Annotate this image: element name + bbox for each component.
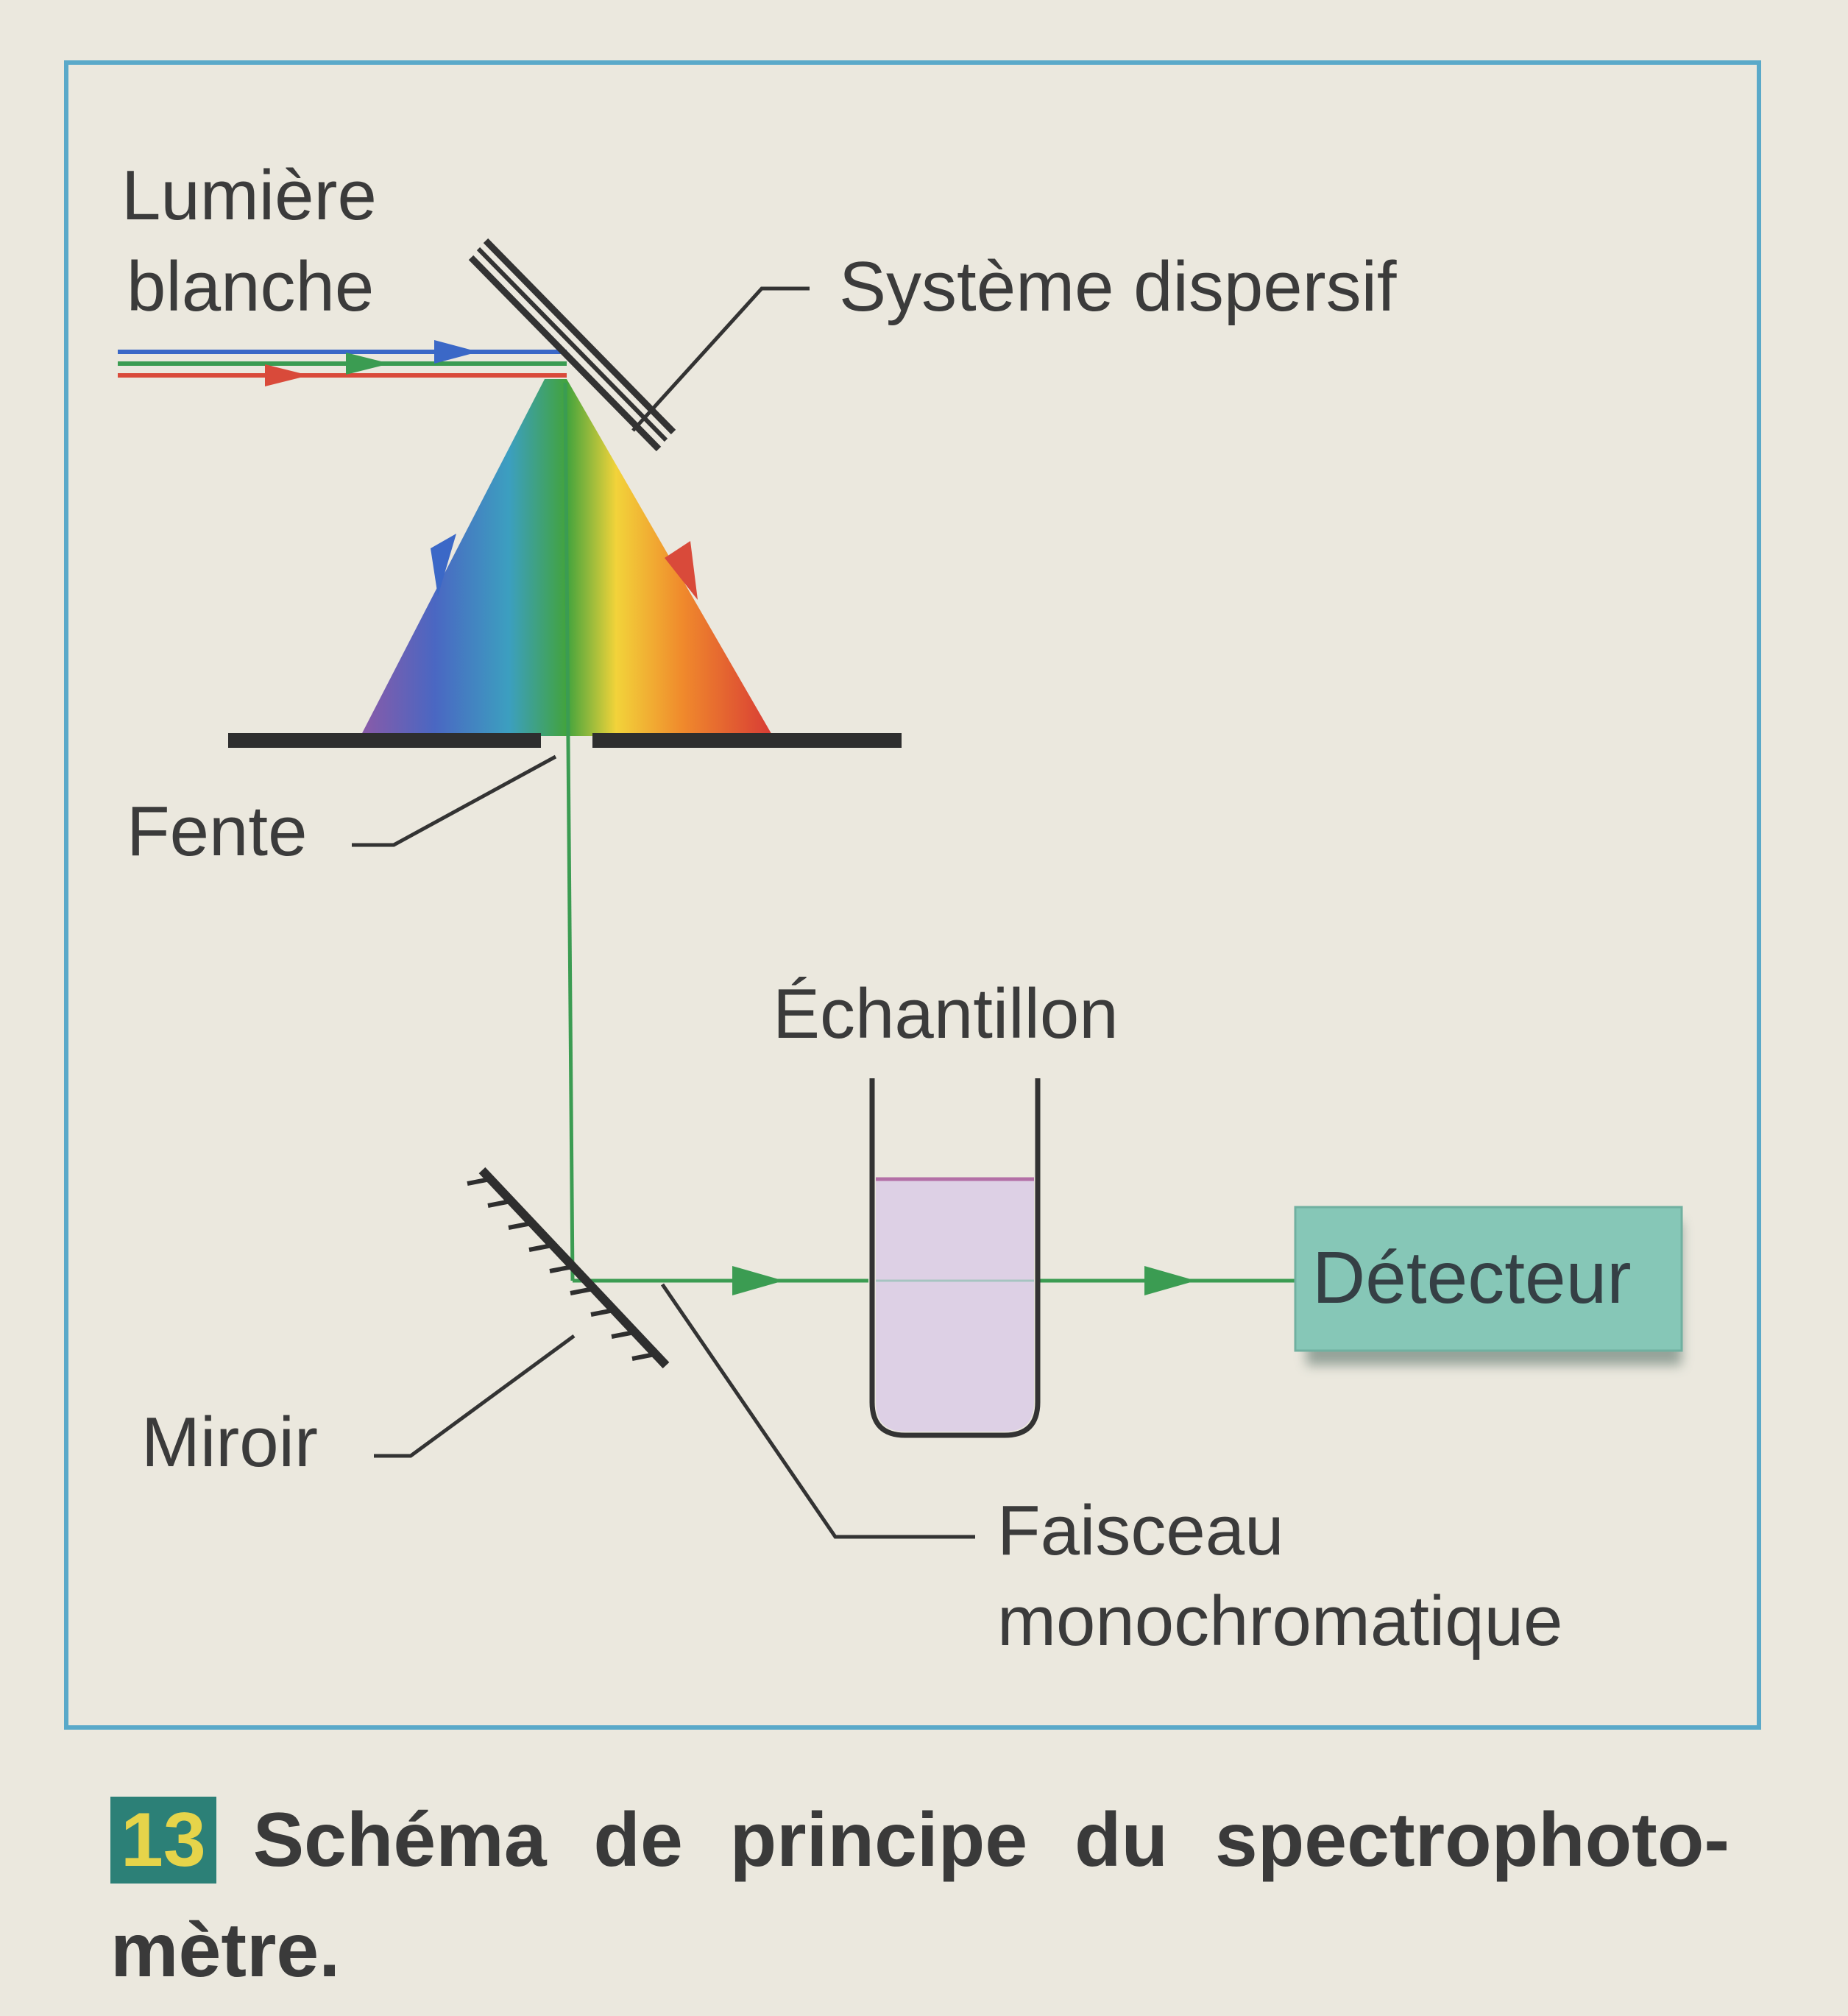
caption-word: du (1075, 1797, 1169, 1883)
caption-word: Schéma (252, 1797, 547, 1883)
mirror (467, 1167, 670, 1369)
dispersive-system (468, 238, 676, 452)
label-slit: Fente (127, 792, 307, 871)
white-light-beam (118, 340, 567, 386)
label-mirror: Miroir (141, 1403, 318, 1482)
caption-word: principe (729, 1797, 1028, 1883)
caption-word: spectrophoto- (1214, 1797, 1730, 1883)
label-white-light-line2: blanche (127, 247, 374, 326)
leader-slit (352, 754, 557, 847)
diagram-frame (64, 60, 1761, 1730)
caption-word-group: 13 Schéma (110, 1785, 547, 1895)
label-beam-line1: Faisceau (997, 1491, 1284, 1570)
caption-word: de (593, 1797, 683, 1883)
slit (228, 733, 902, 748)
label-white-light-line1: Lumière (121, 156, 377, 235)
caption-line-1: 13 Schéma de principe du spectrophoto- (110, 1785, 1730, 1895)
label-beam-line2: monochromatique (997, 1582, 1562, 1660)
leader-mirror (374, 1334, 576, 1458)
label-sample: Échantillon (773, 975, 1119, 1053)
caption-line-2: mètre. (110, 1908, 341, 1993)
label-dispersive-system: Système dispersif (839, 247, 1397, 326)
spectrum-arrow-red (665, 541, 698, 600)
detector-box (1294, 1206, 1683, 1365)
leader-dispersive (631, 286, 810, 432)
figure-number-badge: 13 (110, 1797, 216, 1884)
figure-caption: 13 Schéma de principe du spectrophoto- mè… (110, 1785, 1730, 2006)
spectrum-arrow-blue (431, 534, 456, 596)
label-detector: Détecteur (1312, 1237, 1632, 1319)
monochromatic-beam (563, 382, 1295, 1295)
sample-cuvette (869, 1078, 1041, 1438)
leader-beam (660, 1283, 975, 1539)
